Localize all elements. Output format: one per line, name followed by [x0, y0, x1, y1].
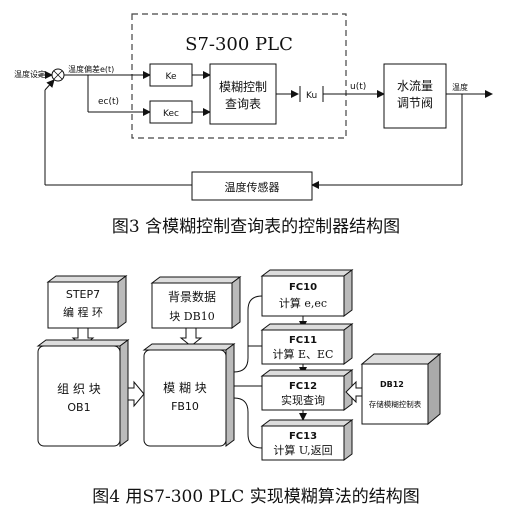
figure-3: S7-300 PLC 温度设定 温度偏差e(t) ec(t) Ke Kec 模糊…	[14, 13, 493, 237]
ob1-line2: OB1	[67, 401, 90, 414]
fb10-brace	[233, 295, 263, 449]
db12-block: DB12 存储模糊控制表	[360, 352, 442, 426]
db10-to-fb10-arrow	[179, 327, 203, 347]
fig4-caption: 图4 用S7-300 PLC 实现模糊算法的结构图	[92, 487, 419, 507]
fig3-caption: 图3 含模糊控制查询表的控制器结构图	[112, 217, 400, 237]
valve-line2: 调节阀	[397, 96, 433, 110]
fc12-desc: 实现查询	[281, 393, 325, 407]
sensor-block	[191, 171, 313, 201]
db12-title: DB12	[380, 380, 404, 389]
fc12-block: FC12 实现查询	[260, 369, 354, 411]
fc13-block: FC13 计算 U,返回	[260, 419, 354, 461]
ob1-block: 组 织 块 OB1	[36, 339, 130, 447]
db10-line1: 背景数据	[168, 289, 216, 304]
summing-junction	[51, 68, 65, 82]
ob1-line1: 组 织 块	[57, 382, 101, 396]
ec-label: ec(t)	[98, 97, 119, 107]
temp-setpoint-label: 温度设定	[14, 69, 46, 79]
fc13-desc: 计算 U,返回	[273, 443, 332, 457]
ku-label: Ku	[306, 91, 317, 101]
plc-boundary	[131, 13, 347, 139]
fuzzy-table-line1: 模糊控制	[219, 79, 267, 94]
fc11-desc: 计算 E、EC	[273, 347, 334, 361]
db12-to-fc12-arrow	[345, 380, 363, 404]
valve-block	[383, 63, 447, 129]
fb10-block: 模 糊 块 FB10	[142, 343, 236, 447]
feedback-into-junction	[44, 79, 55, 91]
db12-desc: 存储模糊控制表	[369, 399, 422, 409]
step7-block: STEP7 编 程 环	[46, 275, 128, 329]
fuzzy-table-block	[209, 63, 277, 125]
fc10-desc: 计算 e,ec	[279, 296, 327, 310]
fc12-title: FC12	[289, 381, 317, 392]
fuzzy-table-line2: 查询表	[225, 97, 261, 111]
fc11-block: FC11 计算 E、EC	[260, 323, 354, 365]
output-label: 温度	[452, 82, 468, 92]
temp-error-label: 温度偏差e(t)	[68, 64, 114, 74]
sensor-label: 温度传感器	[225, 180, 280, 194]
fb10-line1: 模 糊 块	[163, 380, 207, 395]
plc-title: S7-300 PLC	[185, 34, 293, 55]
fc10-block: FC10 计算 e,ec	[260, 269, 354, 317]
step7-line2: 编 程 环	[63, 305, 103, 319]
fb10-line2: FB10	[171, 400, 199, 413]
fc13-title: FC13	[289, 431, 317, 442]
fc10-title: FC10	[289, 282, 317, 293]
db10-line2: 块 DB10	[169, 310, 214, 323]
ut-label: u(t)	[350, 82, 366, 92]
figure-4: STEP7 编 程 环 组 织 块 OB1 背景数据 块 DB10	[36, 269, 442, 507]
ob1-to-fb10-arrow	[127, 380, 145, 408]
kec-label: Kec	[163, 109, 179, 119]
valve-line1: 水流量	[397, 79, 433, 93]
ke-label: Ke	[166, 72, 177, 82]
step7-line1: STEP7	[66, 288, 100, 301]
fc11-title: FC11	[289, 335, 317, 346]
db10-block: 背景数据 块 DB10	[150, 276, 242, 329]
